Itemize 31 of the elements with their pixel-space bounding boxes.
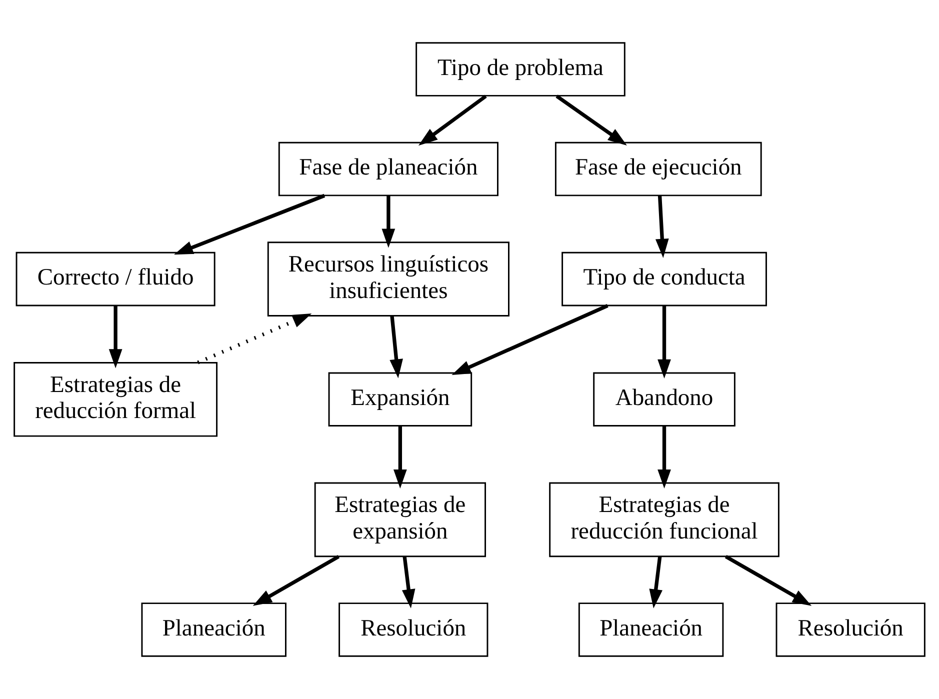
node-box: Expansión	[328, 372, 472, 427]
arrow	[658, 306, 671, 378]
arrow	[655, 196, 669, 258]
arrow	[418, 94, 487, 146]
arrow	[390, 316, 403, 378]
node-box: Planeación	[578, 602, 724, 657]
arrow	[402, 556, 416, 608]
node-box: Fase de ejecución	[554, 142, 762, 196]
node-box: Recursos linguísticos insuficientes	[267, 242, 510, 316]
arrow	[649, 556, 662, 608]
node-box: Planeación	[141, 602, 286, 657]
node-box: Fase de planeación	[278, 142, 498, 196]
node-box: Correcto / fluido	[16, 252, 216, 306]
arrow	[197, 314, 312, 364]
node-box: Resolución	[776, 602, 926, 657]
arrow	[382, 196, 396, 248]
arrow	[108, 306, 122, 368]
arrow	[556, 94, 627, 146]
arrow	[724, 554, 812, 606]
node-box: Estrategias de reducción formal	[14, 362, 218, 437]
node-box: Estrategias de reducción funcional	[549, 482, 780, 558]
arrow	[658, 426, 671, 489]
node-box: Resolución	[338, 602, 488, 657]
node-box: Tipo de conducta	[562, 252, 767, 306]
arrow	[393, 426, 407, 489]
node-box: Estrategias de expansión	[314, 482, 486, 558]
arrow	[174, 194, 326, 255]
arrow	[252, 554, 340, 606]
node-box: Abandono	[593, 372, 736, 427]
node-box: Tipo de problema	[416, 42, 626, 96]
arrow	[452, 304, 608, 376]
